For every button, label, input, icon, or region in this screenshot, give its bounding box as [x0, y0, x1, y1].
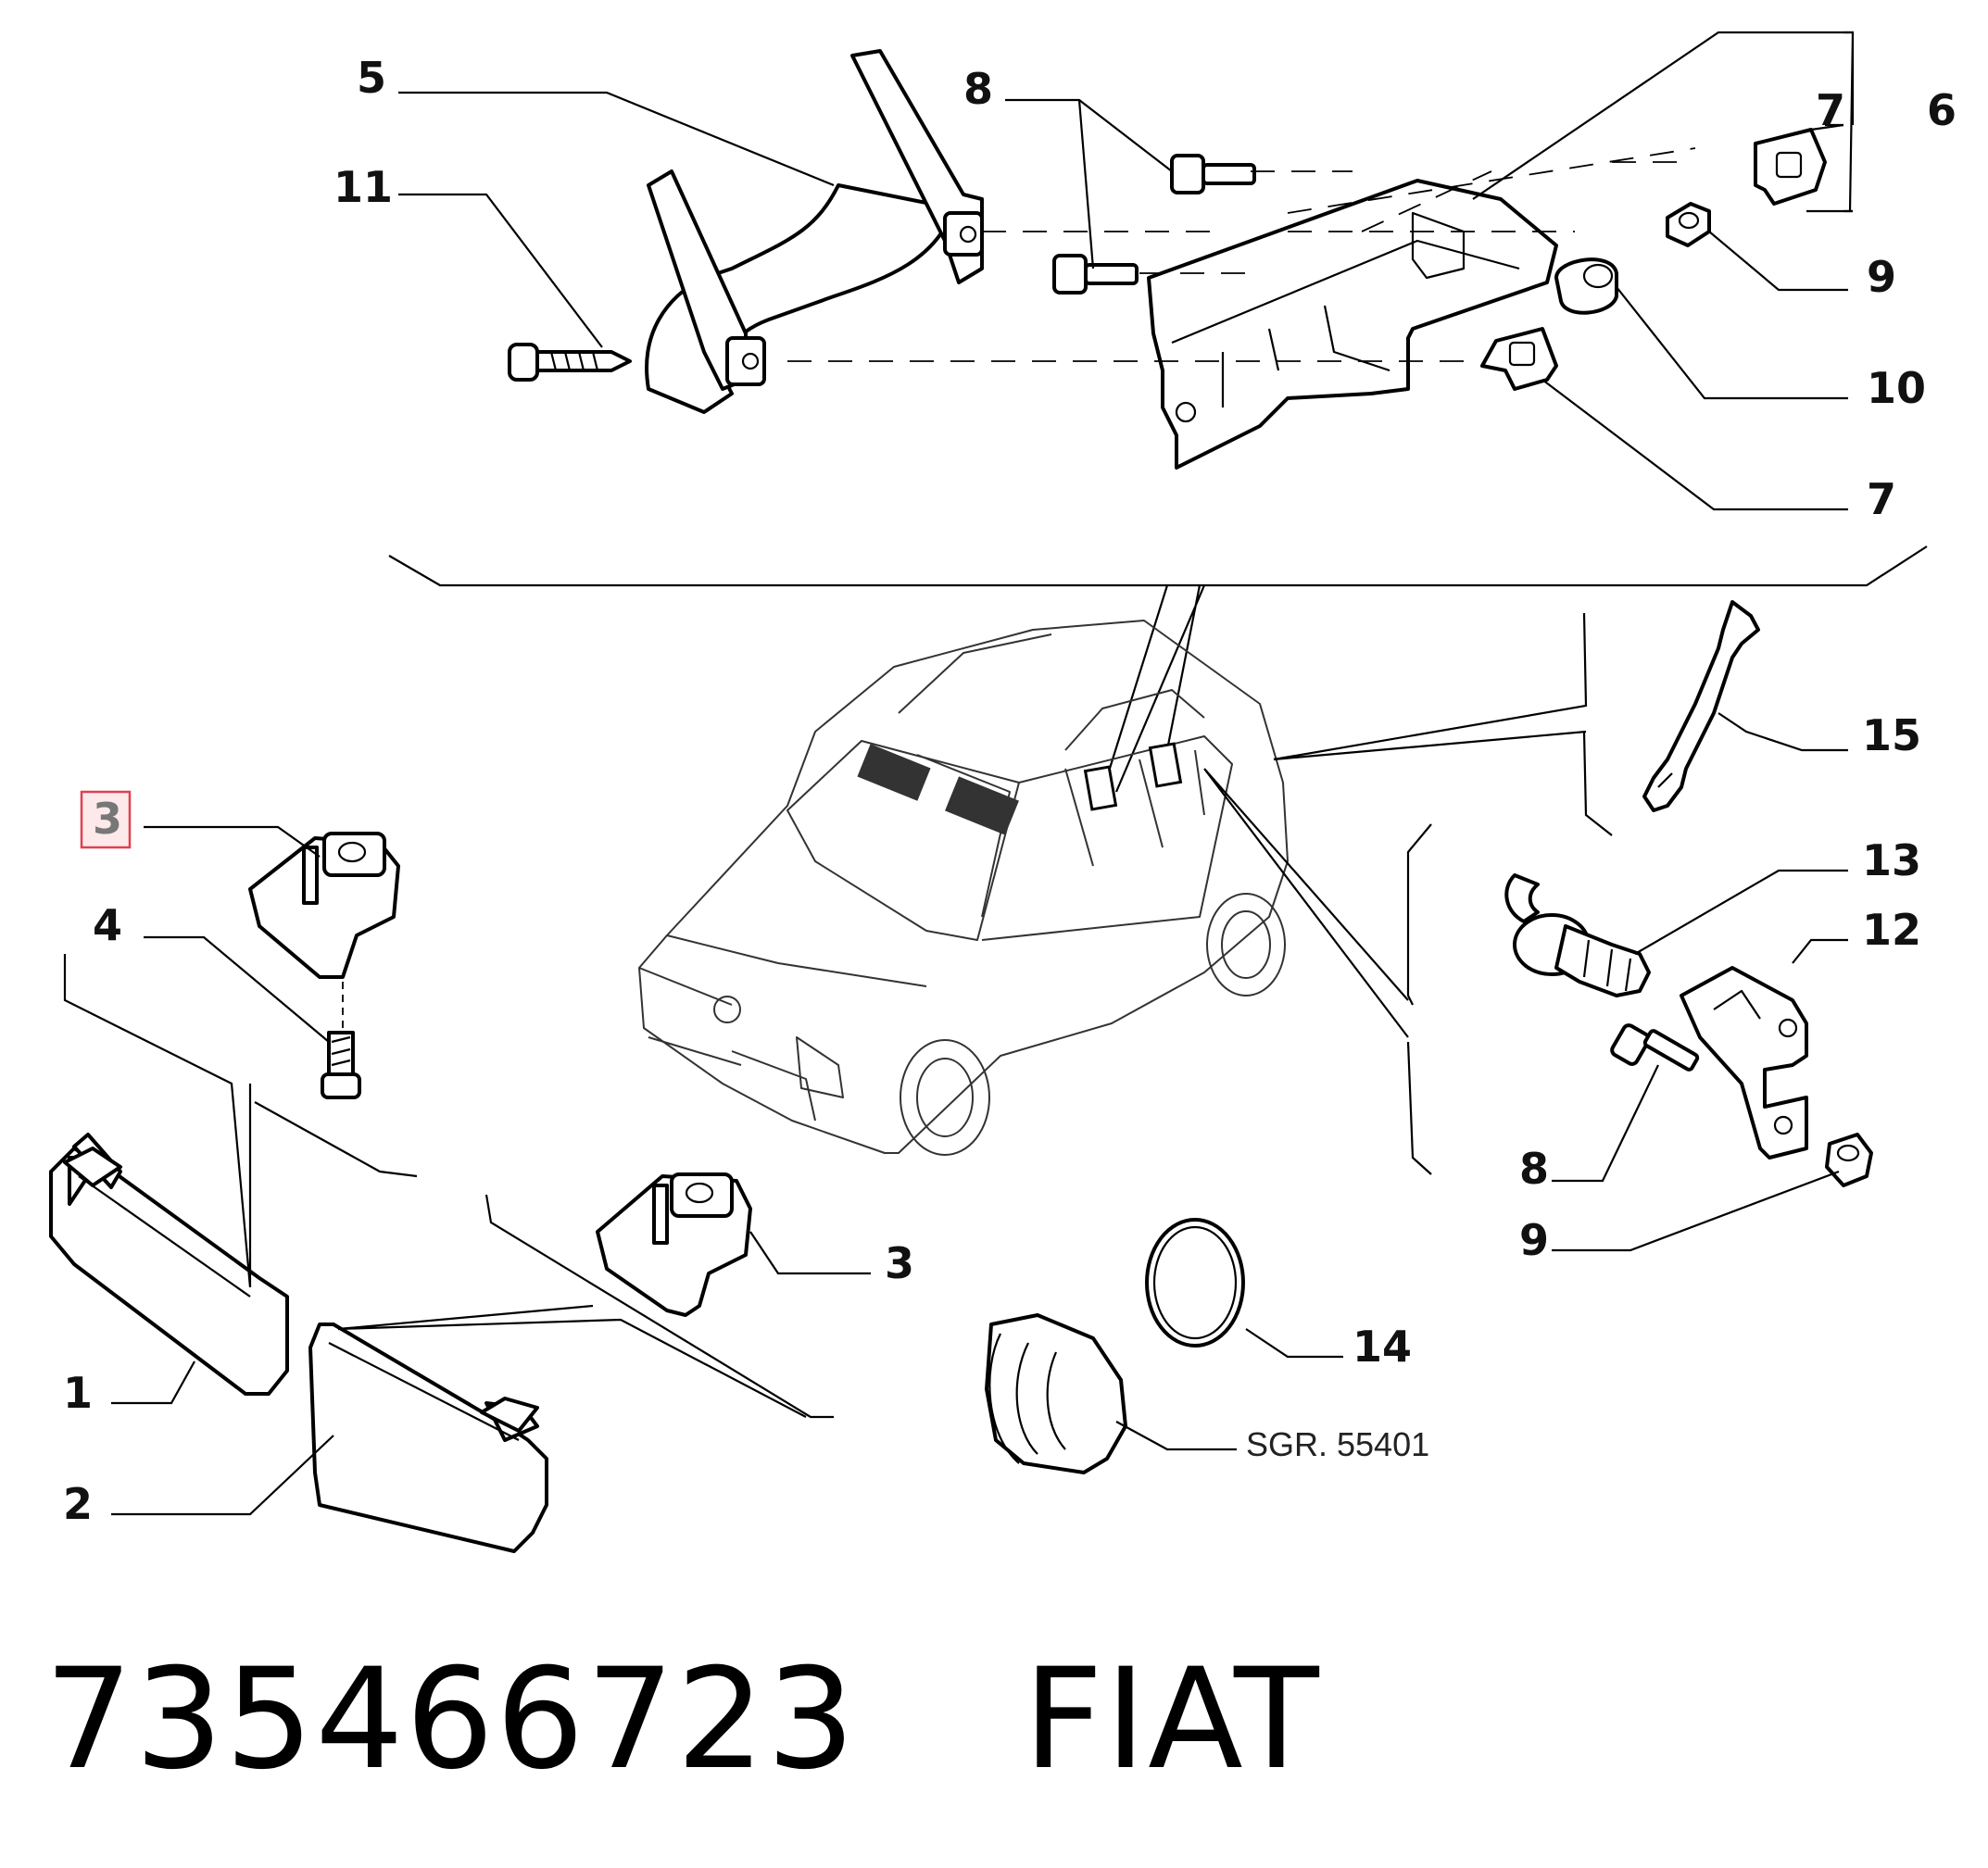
- part-14-ring: [1145, 1218, 1245, 1348]
- part-4-bolt: [321, 982, 361, 1099]
- leader-lines: [111, 31, 1855, 1516]
- callout-13: 13: [1862, 835, 1921, 885]
- callout-4: 4: [93, 900, 122, 950]
- main-bracket: [1147, 179, 1558, 470]
- car-illustration: [638, 620, 1289, 1156]
- part-3-bracket-highlighted: [248, 832, 400, 979]
- callout-3: 3: [885, 1238, 914, 1288]
- footer-caption: 735466723 FIAT: [44, 1639, 1321, 1800]
- callout-9-right: 9: [1519, 1215, 1549, 1265]
- callout-7-bottom: 7: [1867, 474, 1896, 524]
- part-12-bracket: [1680, 966, 1808, 1160]
- callout-5: 5: [357, 53, 386, 103]
- callout-15: 15: [1862, 710, 1921, 760]
- callout-2: 2: [63, 1479, 93, 1529]
- part-7-clip-top: [1754, 128, 1827, 206]
- part-9-nut-top: [1666, 202, 1711, 247]
- callout-14: 14: [1353, 1322, 1412, 1372]
- part-13-pushpin: [1504, 873, 1651, 997]
- callout-11: 11: [333, 162, 393, 212]
- part-number: 735466723: [44, 1639, 857, 1800]
- part-2-sun-visor: [308, 1323, 548, 1553]
- callout-3-highlighted: 3: [93, 794, 122, 844]
- part-15-strap: [1642, 600, 1760, 812]
- callout-12: 12: [1862, 905, 1921, 955]
- part-1-sun-visor: [49, 1133, 289, 1396]
- part-9-nut-right: [1825, 1133, 1873, 1187]
- callout-3-highlight-box: [80, 790, 132, 849]
- callout-labels: 5 11 8 7 6 9 10 7 15 13 12 8 9 14 SGR. 5…: [63, 53, 1957, 1529]
- part-8-bolt-right: [1610, 1023, 1700, 1072]
- callout-1: 1: [63, 1368, 93, 1418]
- callout-8-right: 8: [1519, 1144, 1549, 1194]
- reference-sgr: SGR. 55401: [1246, 1425, 1429, 1463]
- speaker-sgr-55401: [985, 1313, 1127, 1474]
- part-11-screw: [508, 343, 632, 382]
- callout-8-top: 8: [963, 64, 993, 114]
- callout-10: 10: [1867, 363, 1926, 413]
- part-8-bolts-top: [1052, 154, 1256, 295]
- part-5-handle: [645, 49, 984, 414]
- brand-name: FIAT: [1023, 1639, 1321, 1800]
- part-10-sleeve: [1554, 257, 1618, 315]
- callout-7-top: 7: [1816, 85, 1845, 135]
- part-7-clip-bottom: [1480, 327, 1558, 391]
- part-3-bracket-lower: [596, 1172, 752, 1317]
- callout-6: 6: [1927, 85, 1957, 135]
- callout-9-top: 9: [1867, 252, 1896, 302]
- top-assembly: [508, 49, 1827, 470]
